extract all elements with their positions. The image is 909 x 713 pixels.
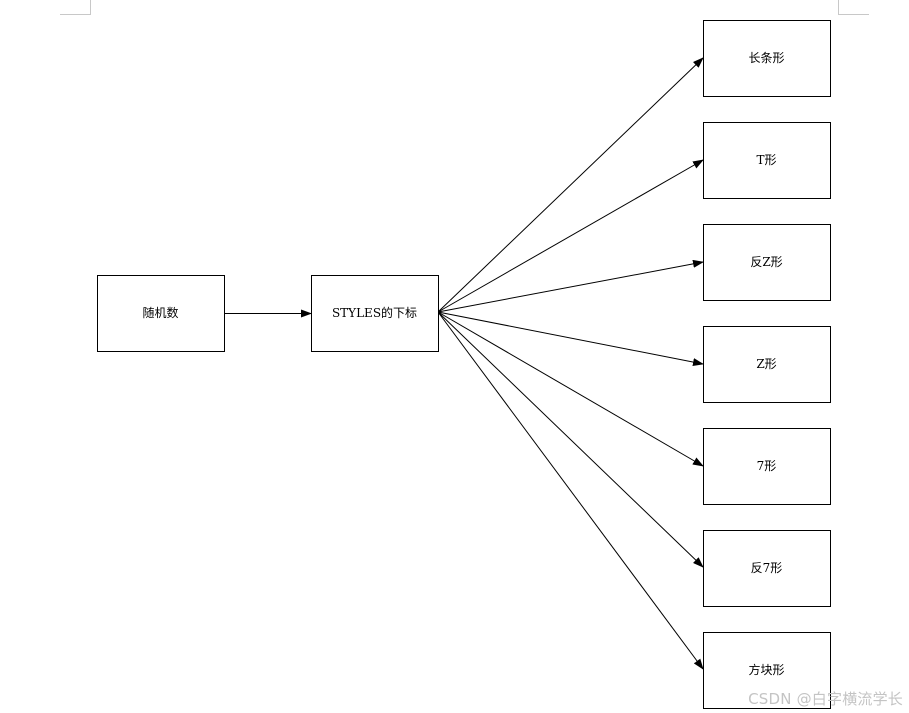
edge-styles-index-to-reverse-seven [437,311,704,568]
node-label: STYLES的下标 [332,305,417,320]
node-label: 长条形 [748,51,784,65]
node-box [703,632,831,709]
node-box [703,326,831,403]
edge-styles-index-to-z-shape [437,311,704,366]
edges-layer [224,57,704,670]
node-box [703,428,831,505]
node-z-shape: Z形 [703,326,831,403]
node-label: 反Z形 [750,255,782,269]
node-label: 7形 [757,459,777,473]
edge-styles-index-to-t-shape [437,159,704,313]
edge-styles-index-to-reverse-z [437,259,704,313]
node-reverse-seven: 反7形 [703,530,831,607]
node-box [703,122,831,199]
node-label: T形 [756,153,776,167]
edge-styles-index-to-seven-shape [437,311,704,467]
page-corner-mark-top-right [838,0,869,15]
node-styles-index: STYLES的下标 [311,275,439,352]
edge-styles-index-to-long-bar [437,57,704,313]
node-box [703,224,831,301]
node-box [703,20,831,97]
page-corner-mark-top-left [60,0,91,15]
node-seven-shape: 7形 [703,428,831,505]
node-long-bar: 长条形 [703,20,831,97]
node-label: 方块形 [748,662,784,677]
node-random: 随机数 [97,275,225,352]
node-box [703,530,831,607]
node-label: 反7形 [751,561,783,575]
node-label: Z形 [756,357,776,371]
node-box [311,275,439,352]
node-box [97,275,225,352]
node-t-shape: T形 [703,122,831,199]
node-label: 随机数 [142,305,178,320]
node-square-shape: 方块形 [703,632,831,709]
watermark: CSDN @白字横流学长 [748,690,903,708]
edge-styles-index-to-square-shape [437,311,704,670]
node-reverse-z: 反Z形 [703,224,831,301]
